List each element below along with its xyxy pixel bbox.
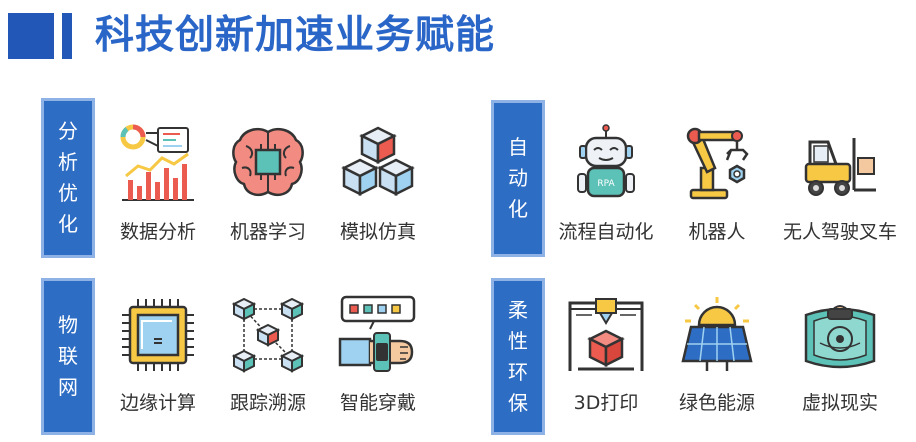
tab-char: 化 — [58, 212, 78, 236]
data-analysis-icon — [118, 124, 198, 204]
item-label: 模拟仿真 — [339, 221, 416, 243]
item-label: 数据分析 — [119, 221, 196, 243]
tab-char: 网 — [58, 375, 78, 399]
item-label: 流程自动化 — [558, 221, 654, 243]
network-cubes-icon — [228, 295, 308, 375]
item-label: 绿色能源 — [678, 392, 755, 414]
item-label: 虚拟现实 — [801, 392, 878, 414]
tab-analysis-optimization: 分 析 优 化 — [41, 98, 95, 258]
tab-flexible-eco: 柔 性 环 保 — [491, 278, 545, 435]
brain-chip-icon — [228, 124, 308, 204]
tab-char: 性 — [508, 328, 528, 353]
item-simulation: 模拟仿真 — [316, 124, 440, 264]
item-label: 跟踪溯源 — [229, 392, 306, 414]
tab-char: 自 — [508, 135, 528, 159]
cpu-chip-icon — [118, 295, 198, 375]
page-title: 科技创新加速业务赋能 — [95, 13, 496, 58]
tab-char: 联 — [58, 344, 78, 368]
tab-char: 柔 — [508, 297, 528, 322]
item-label: 3D打印 — [573, 392, 639, 414]
tab-char: 保 — [508, 390, 528, 415]
rpa-badge: RPA — [597, 179, 615, 189]
item-3d-printing: 3D打印 — [544, 295, 668, 435]
title-decoration-square — [8, 13, 54, 59]
item-autonomous-forklift: 无人驾驶叉车 — [778, 124, 902, 264]
title-decoration-bar — [62, 13, 72, 59]
item-label: 边缘计算 — [119, 392, 196, 414]
tab-char: 化 — [508, 197, 528, 221]
tab-char: 优 — [58, 181, 78, 205]
tab-automation: 自 动 化 — [491, 100, 545, 257]
tab-char: 分 — [58, 119, 78, 143]
robot-arm-icon — [677, 124, 757, 204]
tab-char: 环 — [508, 359, 528, 384]
item-traceability: 跟踪溯源 — [206, 295, 330, 435]
tab-char: 物 — [58, 313, 78, 337]
tab-char: 动 — [508, 166, 528, 190]
item-process-automation: RPA 流程自动化 — [544, 124, 668, 264]
item-virtual-reality: 虚拟现实 — [778, 295, 902, 435]
item-smart-wearable: 智能穿戴 — [316, 295, 440, 435]
item-label: 无人驾驶叉车 — [782, 221, 897, 243]
item-machine-learning: 机器学习 — [206, 124, 330, 264]
tab-iot: 物 联 网 — [41, 278, 95, 435]
cubes-icon — [338, 124, 418, 204]
item-label: 智能穿戴 — [339, 392, 416, 414]
vr-headset-icon — [800, 295, 880, 375]
item-robot: 机器人 — [655, 124, 779, 264]
item-label: 机器人 — [688, 221, 746, 243]
forklift-icon — [800, 124, 880, 204]
item-green-energy: 绿色能源 — [655, 295, 779, 435]
solar-panel-icon — [677, 295, 757, 375]
smartwatch-icon — [338, 295, 418, 375]
tab-char: 析 — [58, 150, 78, 174]
item-data-analysis: 数据分析 — [96, 124, 220, 264]
item-edge-computing: 边缘计算 — [96, 295, 220, 435]
item-label: 机器学习 — [229, 221, 306, 243]
rpa-robot-icon: RPA — [566, 124, 646, 204]
3d-printer-icon — [566, 295, 646, 375]
